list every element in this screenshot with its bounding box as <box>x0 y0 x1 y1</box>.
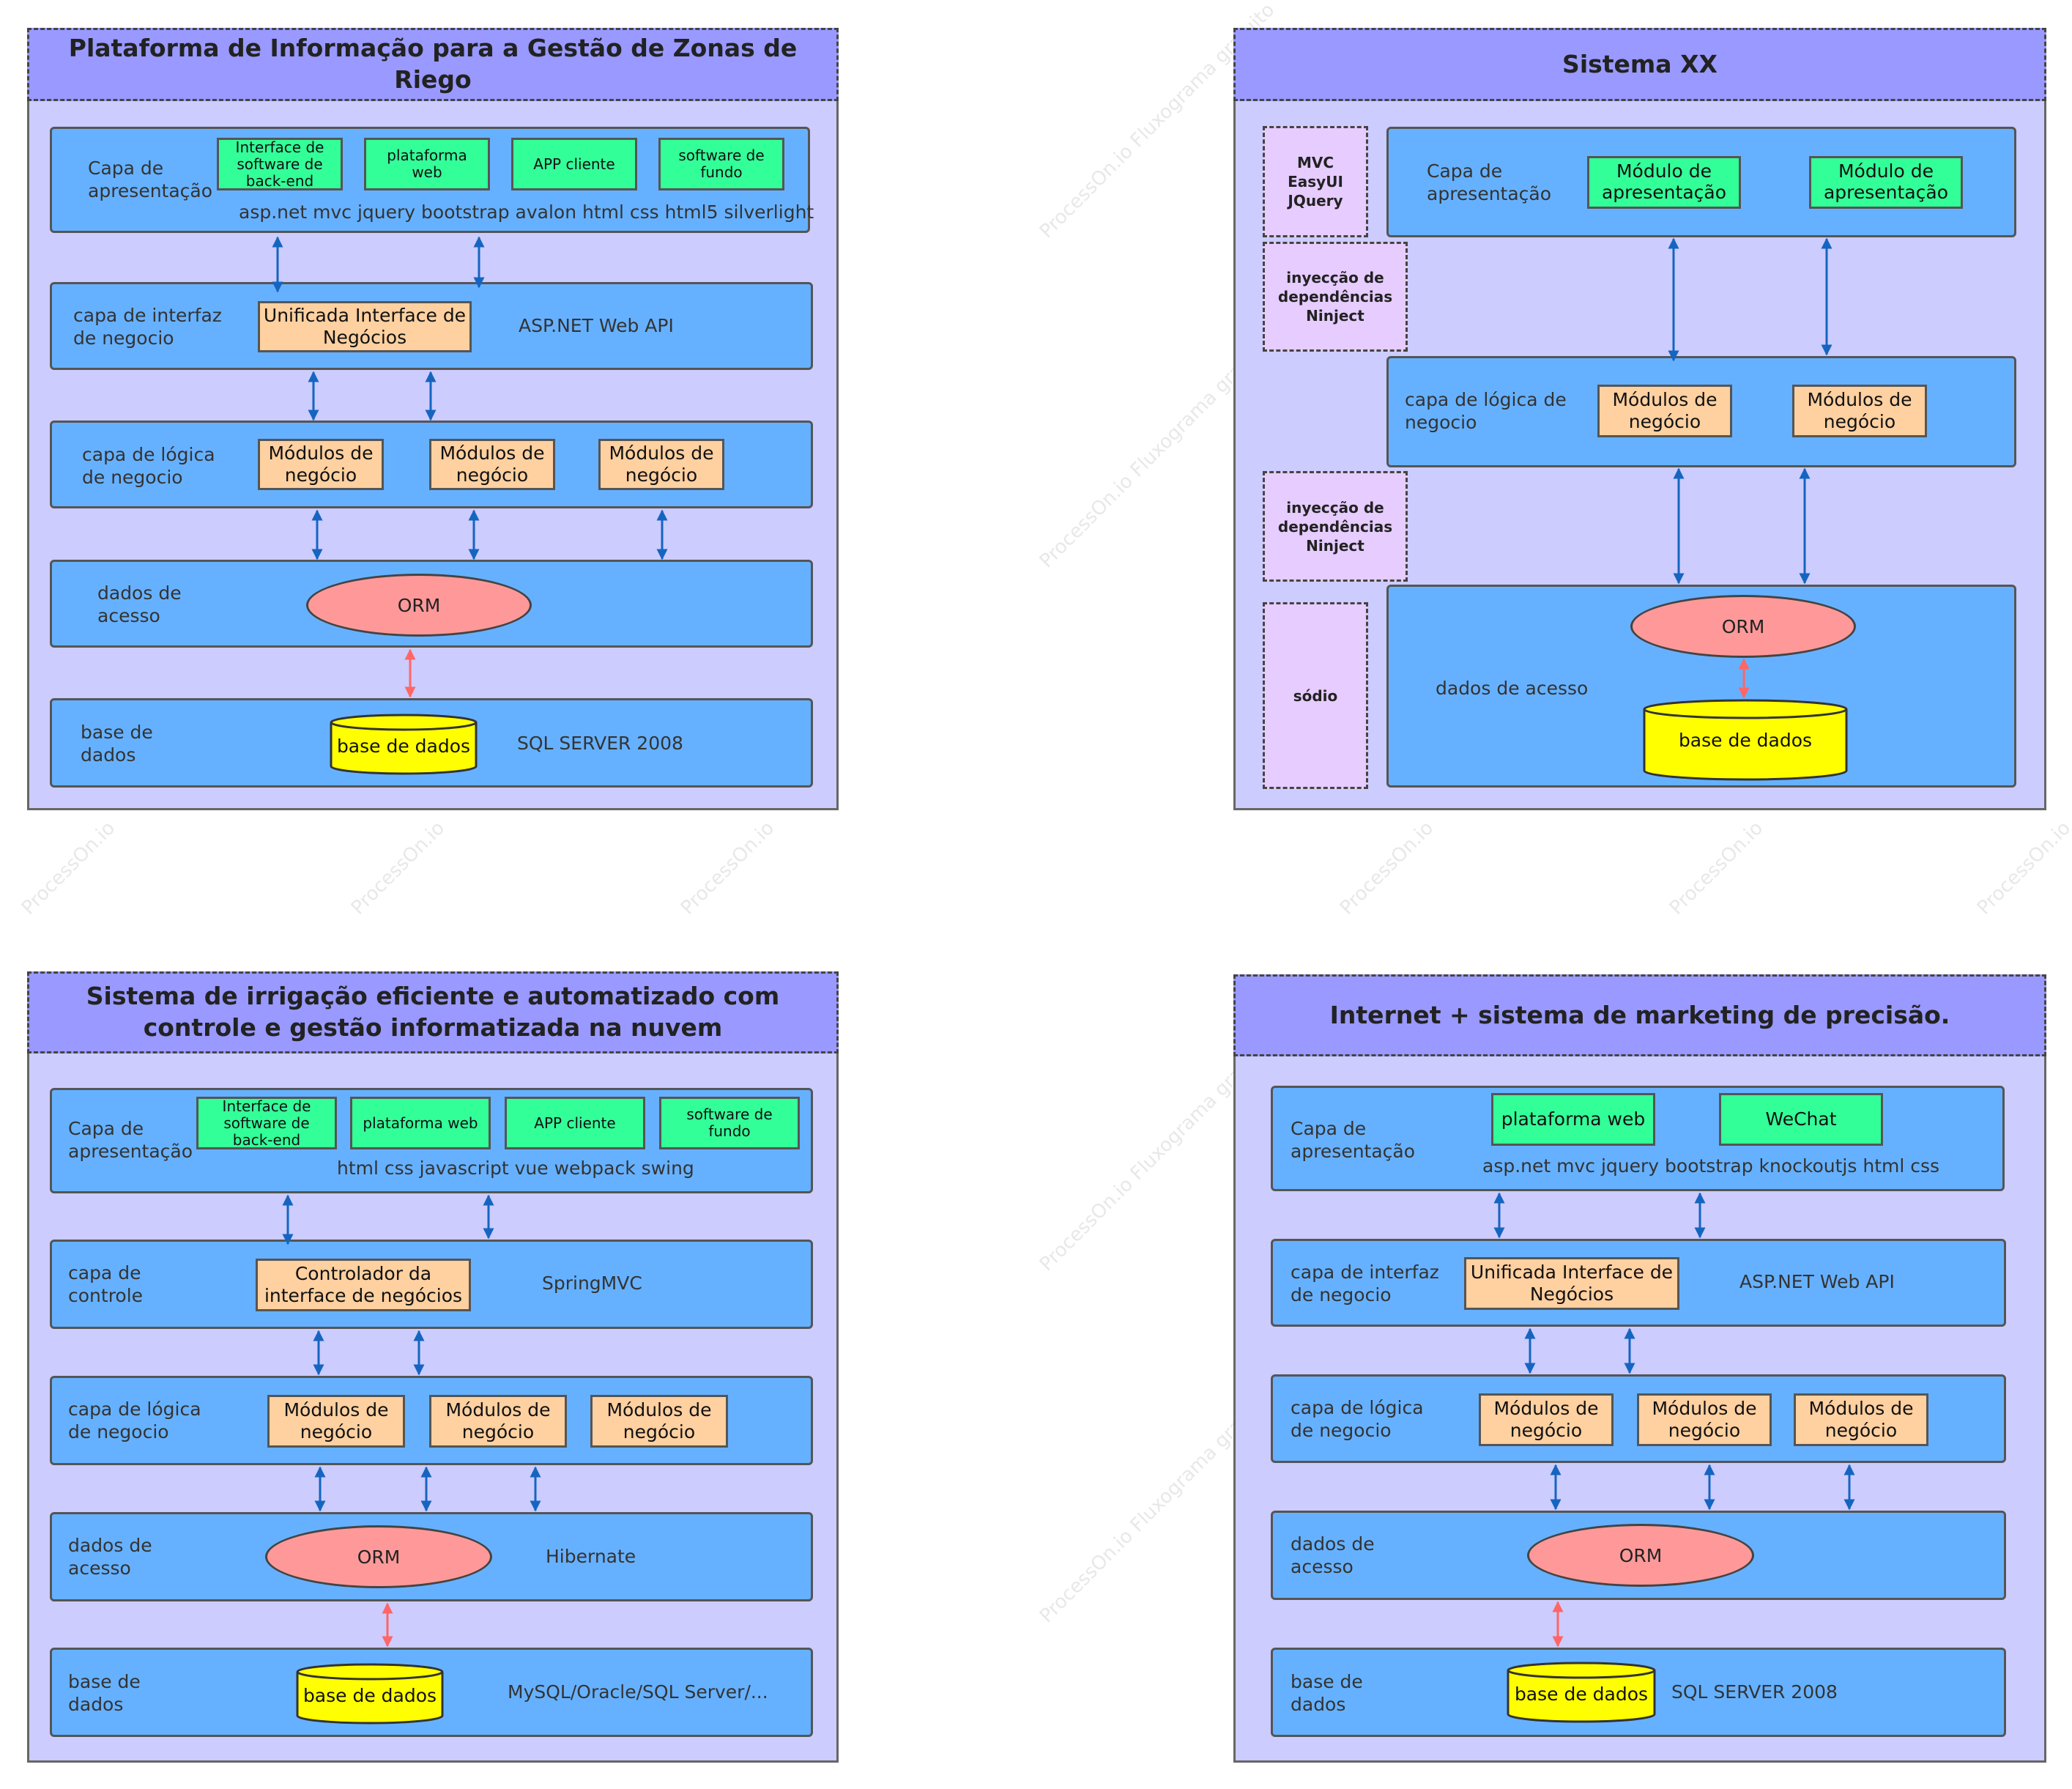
tech-stack: SpringMVC <box>542 1273 642 1294</box>
presentation-module: Interface de software de back-end <box>196 1097 337 1149</box>
interface-module: Unificada Interface de Negócios <box>258 301 472 352</box>
tech-stack: ASP.NET Web API <box>519 315 674 336</box>
layer-label: dados de acesso <box>68 1535 152 1579</box>
diagram-title: Sistema XX <box>1233 28 2046 101</box>
layer-label: base de dados <box>81 722 153 766</box>
layer-label: Capa de apresentação <box>88 158 213 202</box>
presentation-module: plataforma web <box>350 1097 491 1149</box>
tech-stack: html css javascript vue webpack swing <box>337 1158 694 1179</box>
layer-label: dados de acesso <box>97 582 182 627</box>
layer-label: base de dados <box>1291 1671 1363 1716</box>
layer-label: Capa de apresentação <box>68 1118 193 1163</box>
tech-stack: MySQL/Oracle/SQL Server/... <box>508 1681 768 1703</box>
business-module: Módulos de negócio <box>598 439 724 490</box>
business-module: Módulos de negócio <box>1597 385 1732 437</box>
side-note: MVC EasyUI JQuery <box>1263 126 1368 237</box>
presentation-module: APP cliente <box>505 1097 645 1149</box>
database-cylinder: base de dados <box>330 714 478 775</box>
layer-label: Capa de apresentação <box>1291 1118 1416 1163</box>
layer-label: capa de controle <box>68 1262 144 1307</box>
presentation-module: software de fundo <box>659 1097 800 1149</box>
tech-stack: ASP.NET Web API <box>1739 1271 1895 1292</box>
business-module: Módulos de negócio <box>1637 1393 1772 1446</box>
layer-label: capa de interfaz de negocio <box>1291 1262 1439 1306</box>
presentation-module: Interface de software de back-end <box>217 138 343 190</box>
business-module: Módulos de negócio <box>590 1395 728 1448</box>
interface-module: Unificada Interface de Negócios <box>1464 1257 1679 1310</box>
side-note: inyecção de dependências Ninject <box>1263 242 1408 352</box>
database-cylinder: base de dados <box>296 1663 444 1725</box>
presentation-module: APP cliente <box>511 138 637 190</box>
tech-stack: SQL SERVER 2008 <box>517 733 683 754</box>
layer-label: dados de acesso <box>1436 678 1589 699</box>
presentation-module: plataforma web <box>1491 1093 1655 1146</box>
layer-label: capa de lógica de negocio <box>82 444 215 489</box>
layer-label: capa de lógica de negocio <box>1291 1397 1424 1442</box>
orm-ellipse: ORM <box>1527 1524 1754 1587</box>
presentation-module: WeChat <box>1719 1093 1883 1146</box>
business-module: Módulos de negócio <box>267 1395 405 1448</box>
database-cylinder: base de dados <box>1507 1662 1656 1723</box>
business-module: Módulos de negócio <box>1792 385 1927 437</box>
diagram-title: Plataforma de Informação para a Gestão d… <box>27 28 839 101</box>
control-layer <box>50 1240 813 1329</box>
side-note: sódio <box>1263 602 1368 789</box>
diagram-title: Sistema de irrigação eficiente e automat… <box>27 971 839 1053</box>
tech-stack: Hibernate <box>546 1546 636 1567</box>
database-label: base de dados <box>1678 730 1813 751</box>
layer-label: capa de interfaz de negocio <box>73 305 222 349</box>
business-module: Módulos de negócio <box>258 439 384 490</box>
database-label: base de dados <box>302 1685 437 1706</box>
presentation-module: Módulo de apresentação <box>1809 156 1963 209</box>
business-module: Módulos de negócio <box>429 439 555 490</box>
diagram-title: Internet + sistema de marketing de preci… <box>1233 974 2046 1056</box>
layer-label: Capa de apresentação <box>1427 160 1552 205</box>
tech-stack: asp.net mvc jquery bootstrap avalon html… <box>239 201 814 223</box>
orm-ellipse: ORM <box>1630 595 1856 658</box>
control-module: Controlador da interface de negócios <box>256 1259 471 1311</box>
side-note: inyecção de dependências Ninject <box>1263 471 1408 582</box>
tech-stack: asp.net mvc jquery bootstrap knockoutjs … <box>1482 1155 1940 1177</box>
orm-ellipse: ORM <box>265 1525 492 1588</box>
presentation-module: Módulo de apresentação <box>1587 156 1741 209</box>
layer-label: base de dados <box>68 1671 141 1716</box>
presentation-module: software de fundo <box>658 138 784 190</box>
presentation-module: plataforma web <box>364 138 490 190</box>
layer-label: dados de acesso <box>1291 1533 1375 1578</box>
business-module: Módulos de negócio <box>429 1395 567 1448</box>
database-cylinder: base de dados <box>1643 699 1848 781</box>
business-module: Módulos de negócio <box>1794 1393 1928 1446</box>
layer-label: capa de lógica de negocio <box>1405 389 1567 434</box>
tech-stack: SQL SERVER 2008 <box>1671 1681 1838 1703</box>
database-label: base de dados <box>1514 1684 1649 1705</box>
orm-ellipse: ORM <box>306 574 532 637</box>
business-module: Módulos de negócio <box>1479 1393 1614 1446</box>
layer-label: capa de lógica de negocio <box>68 1399 201 1443</box>
database-label: base de dados <box>336 736 471 757</box>
